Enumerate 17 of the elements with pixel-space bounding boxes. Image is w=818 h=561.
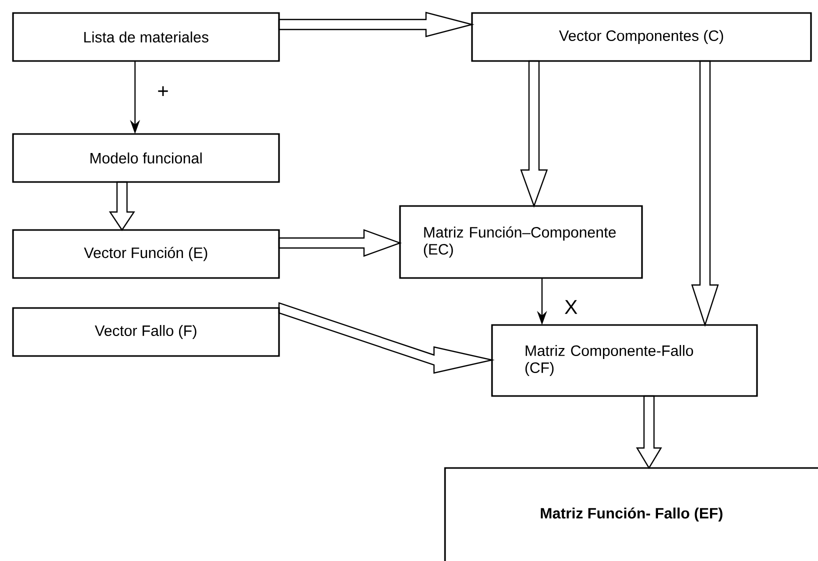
arrow bbox=[636, 395, 662, 470]
process-box: Vector Función (E) bbox=[12, 229, 280, 279]
arrow bbox=[278, 302, 495, 374]
process-box: Modelo funcional bbox=[12, 133, 280, 183]
arrow bbox=[691, 60, 719, 327]
arrow bbox=[520, 60, 548, 208]
edge-label: + bbox=[156, 85, 170, 99]
arrow bbox=[108, 181, 136, 232]
edge-label: X bbox=[563, 299, 579, 315]
process-box: Vector Componentes (C) bbox=[471, 12, 812, 62]
process-box: Lista de materiales bbox=[12, 12, 280, 62]
process-box: Matriz Componente-Fallo (CF) bbox=[491, 324, 758, 397]
arrow bbox=[278, 229, 402, 257]
arrow bbox=[278, 12, 474, 38]
process-box: Vector Fallo (F) bbox=[12, 307, 280, 357]
process-box: Matriz Función–Componente (EC) bbox=[399, 205, 643, 279]
result-box: Matriz Función- Fallo (EF) bbox=[444, 467, 818, 561]
